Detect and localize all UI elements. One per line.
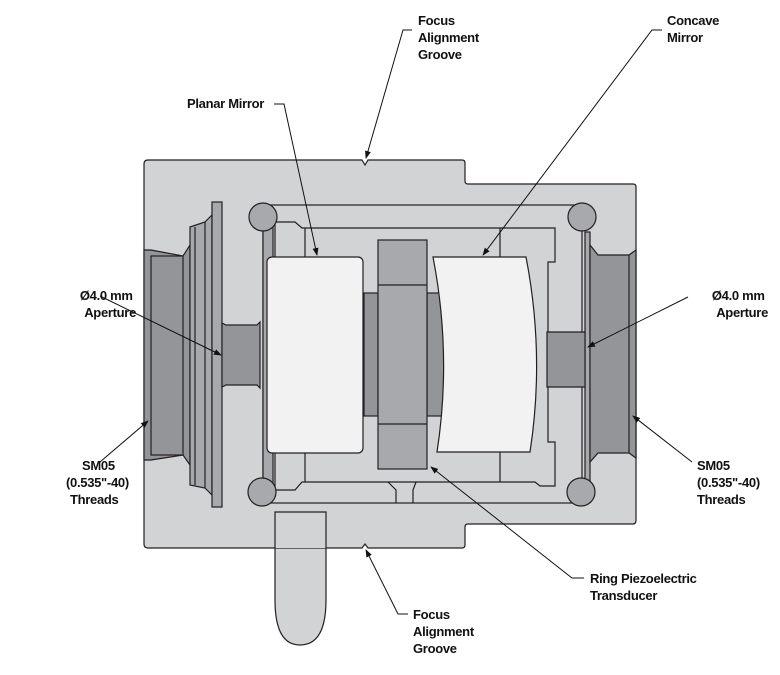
leader-aperture-right [587,296,689,348]
leader-threads-right [632,415,693,463]
label-threads-left: SM05 (0.535"-40) Threads [66,458,132,507]
right-aperture [546,331,586,388]
leader-focus-top [365,29,412,159]
corner-ball [567,202,597,232]
leader-planar [274,103,319,256]
label-focus-top: Focus Alignment Groove [418,13,482,62]
corner-ball [247,477,277,507]
label-aperture-right: Ø4.0 mm Aperture [712,288,768,320]
planar-mirror [266,256,364,454]
right-threads [589,243,637,464]
label-planar-mirror: Planar Mirror [187,96,264,111]
label-concave-mirror: Concave Mirror [667,13,722,45]
leader-piezo [430,466,584,579]
label-focus-bottom: Focus Alignment Groove [413,607,477,656]
leader-threads-left [99,420,149,463]
label-piezo: Ring Piezoelectric Transducer [590,571,700,603]
label-threads-right: SM05 (0.535"-40) Threads [697,458,763,507]
leader-focus-bottom [365,549,408,615]
left-aperture [221,320,261,390]
leader-concave [482,29,662,256]
corner-ball [248,202,278,232]
left-retaining-ring [189,213,213,497]
ring-piezo [377,239,428,470]
concave-mirror [432,256,538,453]
leader-aperture-left [99,295,222,356]
label-aperture-left: Ø4.0 mm Aperture [80,288,136,320]
corner-ball [566,477,596,507]
